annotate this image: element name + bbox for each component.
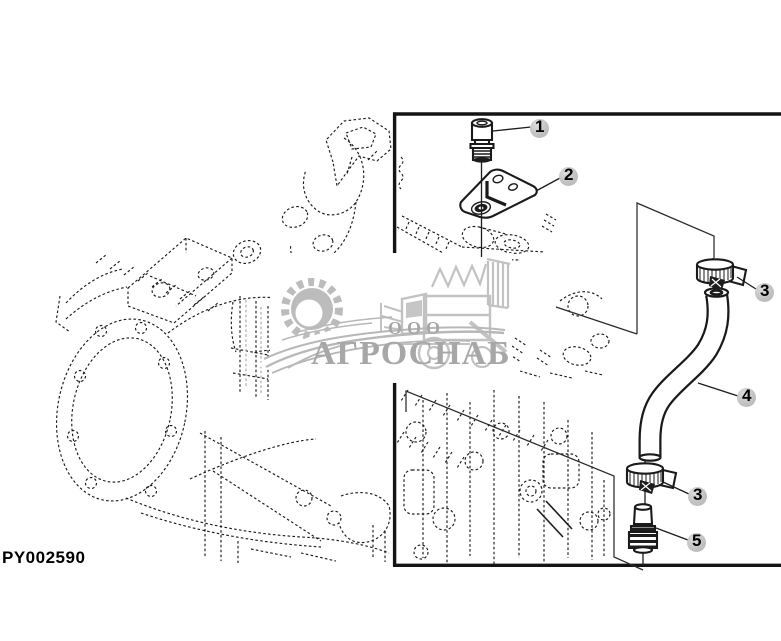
part-clamp-lower (625, 462, 678, 494)
reference-panel-lower (405, 390, 644, 571)
callout-3: 3 (687, 485, 707, 506)
watermark-swoosh (263, 316, 506, 374)
watermark-company-prefix: ООО (388, 318, 446, 338)
callout-2: 2 (558, 165, 578, 186)
callout-label: 1 (535, 117, 545, 136)
part-clamp-upper (695, 258, 748, 290)
leader-lines (492, 126, 757, 541)
callout-label: 5 (692, 531, 702, 550)
figure-part-code: PY002590 (2, 548, 86, 567)
callout-label: 2 (564, 165, 574, 184)
watermark-logo (258, 253, 512, 383)
part-hose (638, 287, 730, 462)
part-fitting (627, 503, 659, 554)
callout-5: 5 (686, 531, 706, 552)
assembly-axis-lines (480, 162, 714, 566)
machinery-outline-inset (396, 156, 611, 564)
part-bracket (459, 168, 538, 219)
callout-label: 4 (742, 386, 752, 405)
callout-1: 1 (529, 117, 549, 138)
reference-panel-upper (555, 202, 715, 335)
callout-4: 4 (736, 386, 756, 407)
watermark-company-name: АГРОСНАБ (311, 335, 511, 372)
callout-label: 3 (760, 281, 770, 300)
callout-label: 3 (693, 485, 703, 504)
part-plug (469, 118, 495, 163)
callout-3: 3 (754, 281, 774, 302)
machinery-outline-left (55, 117, 392, 563)
